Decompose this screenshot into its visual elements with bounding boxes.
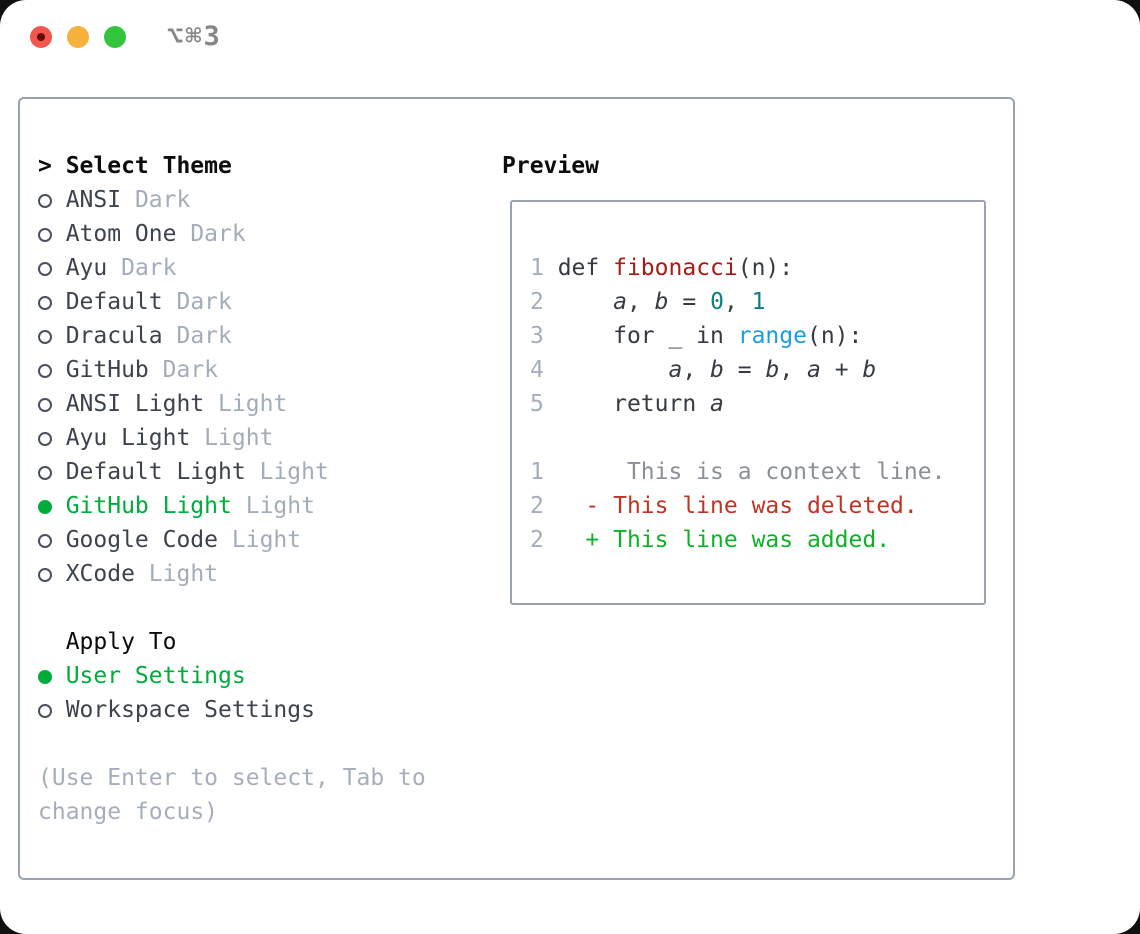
theme-option[interactable]: GitHub Dark — [38, 353, 502, 387]
radio-selected-icon — [38, 489, 66, 523]
line-number: 3 — [530, 323, 544, 349]
line-number: 1 — [530, 255, 544, 281]
radio-icon — [38, 319, 66, 353]
theme-variant: Light — [245, 493, 315, 519]
apply-to-title: Apply To — [65, 629, 177, 655]
theme-variant: Dark — [121, 255, 177, 281]
theme-name: GitHub — [65, 357, 149, 383]
close-button[interactable] — [30, 26, 52, 48]
prompt-caret-icon: > — [38, 153, 52, 179]
line-number: 2 — [530, 527, 544, 553]
hint-text-line2: change focus) — [38, 799, 219, 825]
radio-icon — [38, 421, 66, 455]
theme-variant: Dark — [176, 289, 232, 315]
theme-name: Google Code — [65, 527, 219, 553]
code-line: 4 a, b = b, a + b — [530, 357, 877, 383]
line-number: 1 — [530, 459, 544, 485]
radio-icon — [38, 285, 66, 319]
theme-variant: Dark — [190, 221, 246, 247]
radio-icon — [38, 217, 66, 251]
minimize-button[interactable] — [67, 26, 89, 48]
theme-variant: Dark — [134, 187, 191, 213]
theme-name: Ayu Light — [65, 425, 191, 451]
theme-option[interactable]: ANSI Dark — [38, 183, 502, 217]
code-line: 1 def fibonacci(n): — [530, 255, 794, 281]
preview-column: Preview 1 def fibonacci(n): 2 a, b = 0, 1… — [502, 149, 1013, 878]
code-line — [530, 421, 984, 455]
theme-variant: Light — [231, 527, 302, 553]
theme-variant: Light — [204, 425, 274, 451]
radio-icon — [38, 455, 66, 489]
line-number: 4 — [530, 357, 544, 383]
zoom-button[interactable] — [104, 26, 126, 48]
apply-to-header: Apply To — [38, 625, 502, 659]
radio-icon — [38, 693, 66, 727]
line-number: 5 — [530, 391, 544, 417]
theme-name: GitHub Light — [65, 493, 232, 519]
code-line: 5 return a — [530, 391, 724, 417]
theme-option[interactable]: Atom One Dark — [38, 217, 502, 251]
theme-option[interactable]: Dracula Dark — [38, 319, 502, 353]
select-theme-header: > Select Theme — [38, 149, 502, 183]
theme-option[interactable]: Default Light Light — [38, 455, 502, 489]
apply-option[interactable]: User Settings — [38, 659, 502, 693]
preview-code-box: 1 def fibonacci(n): 2 a, b = 0, 1 3 for _ … — [510, 200, 986, 605]
theme-option[interactable]: Ayu Light Light — [38, 421, 502, 455]
keyboard-shortcut-label: ⌥⌘3 — [167, 21, 222, 52]
line-number: 2 — [530, 289, 544, 315]
theme-option[interactable]: GitHub Light Light — [38, 489, 502, 523]
theme-variant: Light — [148, 561, 219, 587]
radio-icon — [38, 353, 66, 387]
theme-name: XCode — [65, 561, 135, 587]
radio-icon — [38, 557, 66, 591]
theme-name: Atom One — [65, 221, 177, 247]
theme-variant: Light — [218, 391, 288, 417]
apply-option-label: Workspace Settings — [65, 697, 315, 723]
theme-option[interactable]: Ayu Dark — [38, 251, 502, 285]
code-line: 3 for _ in range(n): — [530, 323, 863, 349]
radio-icon — [38, 251, 66, 285]
close-dot-icon — [37, 33, 45, 41]
theme-variant: Light — [259, 459, 329, 485]
traffic-lights — [30, 26, 126, 48]
theme-name: Dracula — [65, 323, 163, 349]
radio-icon — [38, 523, 66, 557]
apply-option-label: User Settings — [65, 663, 246, 689]
preview-title: Preview — [502, 153, 599, 179]
hint-text-line1: (Use Enter to select, Tab to — [38, 765, 426, 791]
theme-name: ANSI Light — [65, 391, 205, 417]
select-theme-title: Select Theme — [65, 153, 232, 179]
theme-variant: Dark — [176, 323, 232, 349]
line-number: 2 — [530, 493, 544, 519]
theme-name: Default Light — [65, 459, 246, 485]
theme-name: Ayu — [65, 255, 108, 281]
theme-option[interactable]: Default Dark — [38, 285, 502, 319]
code-line: 2 - This line was deleted. — [530, 493, 918, 519]
radio-selected-icon — [38, 659, 66, 693]
theme-option[interactable]: ANSI Light Light — [38, 387, 502, 421]
theme-option[interactable]: XCode Light — [38, 557, 502, 591]
radio-icon — [38, 387, 66, 421]
spacer — [38, 727, 502, 761]
theme-name: ANSI — [65, 187, 122, 213]
theme-name: Default — [65, 289, 163, 315]
code-line: 2 a, b = 0, 1 — [530, 289, 766, 315]
radio-icon — [38, 183, 66, 217]
titlebar: ⌥⌘3 — [0, 0, 1140, 97]
apply-option[interactable]: Workspace Settings — [38, 693, 502, 727]
code-line: 1 This is a context line. — [530, 459, 946, 485]
theme-option[interactable]: Google Code Light — [38, 523, 502, 557]
spacer — [38, 591, 502, 625]
theme-variant: Dark — [162, 357, 219, 383]
code-line: 2 + This line was added. — [530, 527, 891, 553]
